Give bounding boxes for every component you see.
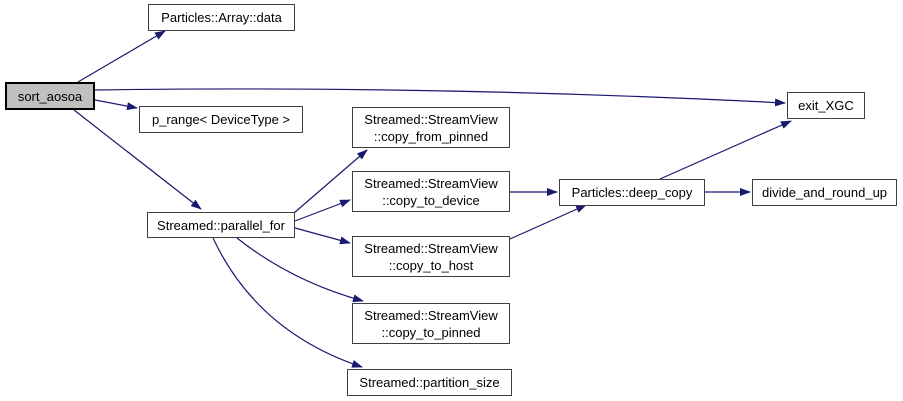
- node-streamview-copy-to-host[interactable]: Streamed::StreamView::copy_to_host: [352, 236, 510, 277]
- node-label: exit_XGC: [798, 98, 854, 113]
- node-label: Streamed::partition_size: [359, 375, 500, 390]
- node-streamview-copy-from-pinned[interactable]: Streamed::StreamView::copy_from_pinned: [352, 107, 510, 148]
- node-label: sort_aosoa: [17, 88, 83, 104]
- node-streamed-parallel-for[interactable]: Streamed::parallel_for: [147, 212, 295, 238]
- edge-sort-aosoa-to-particles-array-data: [77, 30, 166, 83]
- edge-streamed-parallel-for-to-streamview-copy-from-pinned: [293, 149, 368, 214]
- edge-particles-deep-copy-to-exit-xgc: [659, 120, 792, 180]
- edge-sort-aosoa-to-exit-xgc: [94, 88, 786, 107]
- edge-sort-aosoa-to-p-range-devicetype: [94, 99, 138, 111]
- node-particles-array-data[interactable]: Particles::Array::data: [148, 4, 295, 31]
- node-label: p_range< DeviceType >: [151, 112, 291, 127]
- edge-sort-aosoa-to-streamed-parallel-for: [73, 109, 202, 210]
- edge-streamed-parallel-for-to-streamed-partition-size: [212, 237, 363, 368]
- node-streamview-copy-to-device[interactable]: Streamed::StreamView::copy_to_device: [352, 171, 510, 212]
- node-streamview-copy-to-pinned[interactable]: Streamed::StreamView::copy_to_pinned: [352, 303, 510, 344]
- node-label: Streamed::StreamView: [364, 111, 498, 127]
- node-streamed-partition-size[interactable]: Streamed::partition_size: [347, 369, 512, 396]
- edge-streamed-parallel-for-to-streamview-copy-to-pinned: [236, 237, 364, 303]
- node-label: Streamed::StreamView: [364, 175, 498, 191]
- node-divide-and-round-up[interactable]: divide_and_round_up: [752, 179, 897, 206]
- edge-streamview-copy-to-host-to-particles-deep-copy: [509, 204, 587, 240]
- edge-streamed-parallel-for-to-streamview-copy-to-device: [294, 199, 351, 222]
- node-label: ::copy_to_host: [388, 257, 474, 273]
- node-label: ::copy_to_pinned: [381, 324, 481, 340]
- node-label: Streamed::StreamView: [364, 307, 498, 323]
- node-label: ::copy_from_pinned: [373, 128, 489, 144]
- node-label: divide_and_round_up: [761, 185, 888, 200]
- node-particles-deep-copy[interactable]: Particles::deep_copy: [559, 179, 705, 206]
- node-label: Particles::deep_copy: [571, 185, 693, 200]
- node-label: ::copy_to_device: [382, 192, 480, 208]
- node-sort-aosoa[interactable]: sort_aosoa: [5, 82, 95, 110]
- node-exit-xgc[interactable]: exit_XGC: [787, 92, 865, 119]
- node-label: Particles::Array::data: [161, 10, 282, 25]
- edge-streamed-parallel-for-to-streamview-copy-to-host: [294, 227, 351, 245]
- node-label: Streamed::parallel_for: [157, 217, 285, 233]
- node-p-range-devicetype[interactable]: p_range< DeviceType >: [139, 106, 303, 133]
- node-label: Streamed::StreamView: [364, 240, 498, 256]
